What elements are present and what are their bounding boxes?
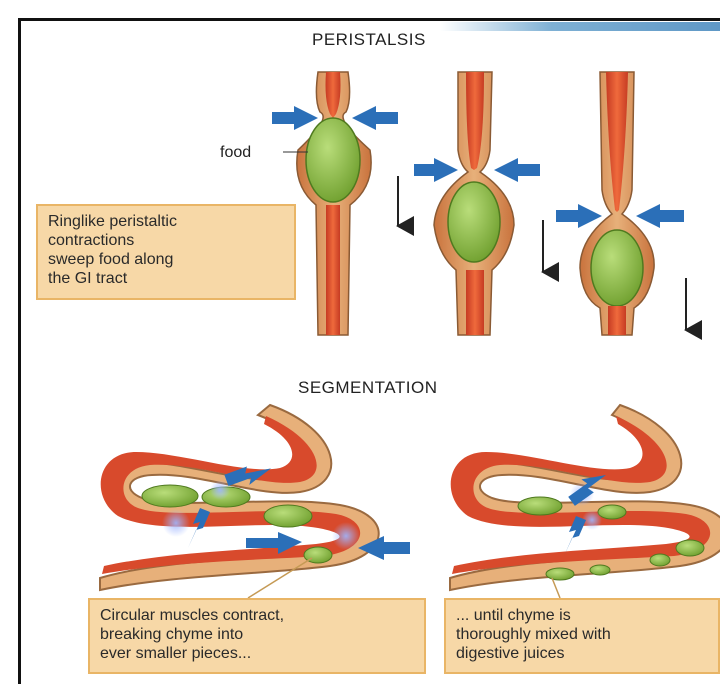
peristalsis-tube-3 xyxy=(580,72,654,335)
food-bolus-3 xyxy=(591,230,643,306)
callout-line: the GI tract xyxy=(48,269,284,288)
segmentation-callout-left: Circular muscles contract, breaking chym… xyxy=(88,598,426,674)
segmentation-title: SEGMENTATION xyxy=(298,378,438,398)
callout-line: digestive juices xyxy=(456,644,708,663)
callout-line: breaking chyme into xyxy=(100,625,414,644)
food-bolus-1 xyxy=(306,118,360,202)
callout-line: Ringlike peristaltic xyxy=(48,212,284,231)
callout-line: Circular muscles contract, xyxy=(100,606,414,625)
peristalsis-tube-2 xyxy=(434,72,514,335)
callout-line: sweep food along xyxy=(48,250,284,269)
food-bolus-2 xyxy=(448,182,500,262)
callout-line: contractions xyxy=(48,231,284,250)
callout-line: ... until chyme is xyxy=(456,606,708,625)
callout-line: ever smaller pieces... xyxy=(100,644,414,663)
peristalsis-title: PERISTALSIS xyxy=(312,30,426,50)
food-label: food xyxy=(220,144,251,162)
peristalsis-callout: Ringlike peristaltic contractions sweep … xyxy=(36,204,296,300)
callout-line: thoroughly mixed with xyxy=(456,625,708,644)
segmentation-callout-right: ... until chyme is thoroughly mixed with… xyxy=(444,598,720,674)
segmentation-intestine-left xyxy=(100,405,379,590)
